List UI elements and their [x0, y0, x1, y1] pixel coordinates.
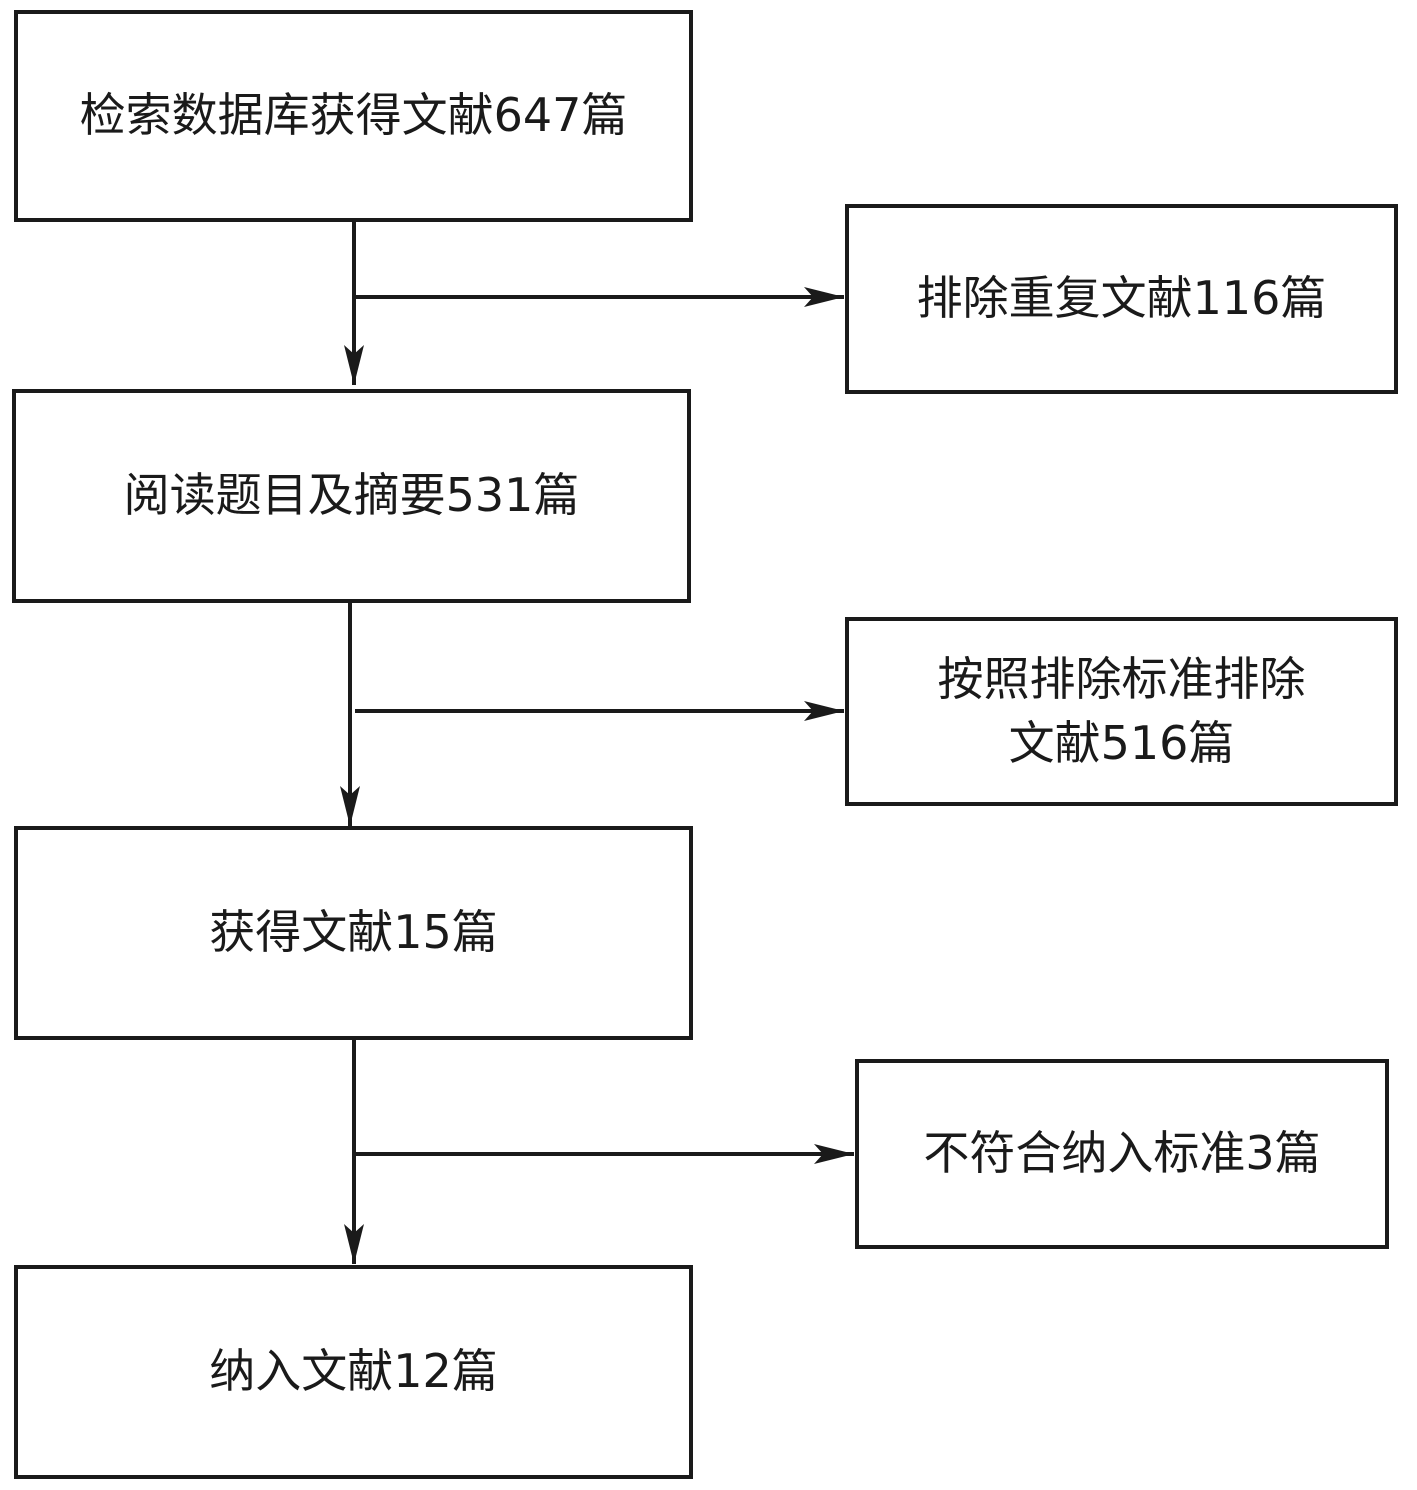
step-label-search: 检索数据库获得文献647篇: [79, 88, 628, 143]
step-box-screening: 阅读题目及摘要531篇: [12, 389, 691, 603]
exclusion-box-ineligible: 不符合纳入标准3篇: [855, 1059, 1389, 1249]
step-box-fulltext: 获得文献15篇: [14, 826, 693, 1040]
exclusion-label-criteria-line2: 文献516篇: [1008, 715, 1235, 770]
step-box-included: 纳入文献12篇: [14, 1265, 693, 1479]
exclusion-label-ineligible: 不符合纳入标准3篇: [923, 1126, 1321, 1181]
step-label-screening: 阅读题目及摘要531篇: [123, 468, 580, 523]
exclusion-label-criteria-line1: 按照排除标准排除: [937, 652, 1306, 707]
step-label-fulltext: 获得文献15篇: [209, 905, 498, 960]
exclusion-box-criteria: 按照排除标准排除 文献516篇: [845, 617, 1398, 806]
exclusion-label-duplicates: 排除重复文献116篇: [916, 271, 1327, 326]
exclusion-box-duplicates: 排除重复文献116篇: [845, 204, 1398, 394]
step-label-included: 纳入文献12篇: [209, 1344, 498, 1399]
step-box-search: 检索数据库获得文献647篇: [14, 10, 693, 222]
